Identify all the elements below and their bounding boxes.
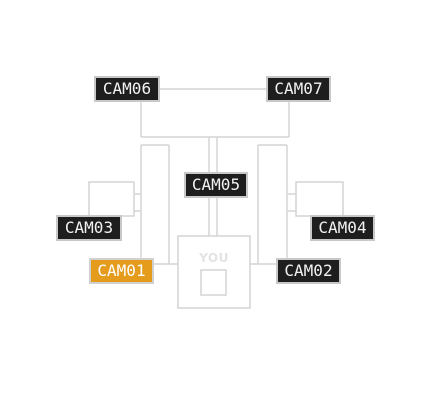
cam04-button[interactable]: CAM04 <box>310 215 375 241</box>
cam06-button[interactable]: CAM06 <box>94 76 160 102</box>
you-label: YOU <box>199 251 229 265</box>
cam05-button[interactable]: CAM05 <box>184 172 248 198</box>
office-desk <box>200 269 227 296</box>
room-left <box>88 181 135 217</box>
cam02-button[interactable]: CAM02 <box>276 258 341 284</box>
cam03-button[interactable]: CAM03 <box>56 215 122 241</box>
cam07-button[interactable]: CAM07 <box>266 76 331 102</box>
cam01-button[interactable]: CAM01 <box>89 258 154 284</box>
room-right <box>295 181 344 217</box>
